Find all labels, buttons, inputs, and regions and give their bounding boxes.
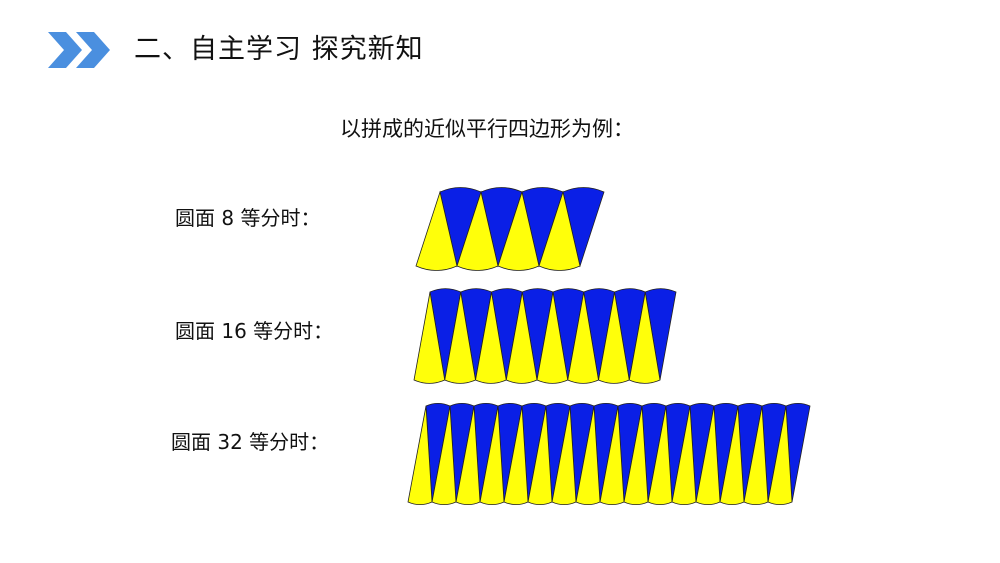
yellow-sector: [628, 291, 661, 384]
row-label-32: 圆面 32 等分时：: [171, 430, 330, 454]
yellow-sector: [767, 405, 793, 506]
double-chevron-right-icon: [48, 32, 110, 68]
parallelogram-8-sectors: [415, 187, 605, 271]
blue-sector: [644, 288, 677, 381]
yellow-sector: [538, 190, 581, 271]
subtitle: 以拼成的近似平行四边形为例：: [340, 117, 634, 141]
parallelogram-32-sectors: [407, 402, 811, 506]
row-label-16: 圆面 16 等分时：: [175, 319, 334, 343]
row-label-8: 圆面 8 等分时：: [175, 206, 321, 230]
blue-sector: [562, 187, 605, 268]
parallelogram-16-sectors: [413, 288, 677, 384]
page-title: 二、自主学习 探究新知: [134, 34, 424, 65]
blue-sector: [785, 402, 811, 503]
